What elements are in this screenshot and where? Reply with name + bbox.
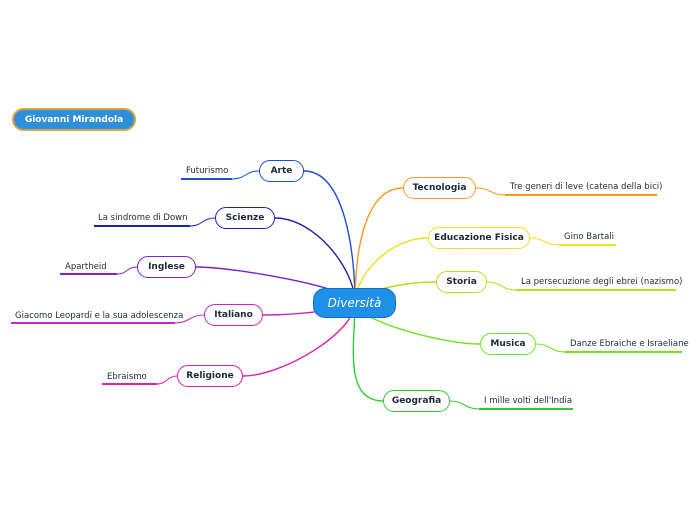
author-label[interactable]: Giovanni Mirandola — [12, 108, 136, 131]
topic-storia[interactable]: Storia — [436, 271, 487, 293]
topic-musica[interactable]: Musica — [480, 333, 536, 355]
topic-tecnologia[interactable]: Tecnologia — [403, 177, 476, 199]
subtopic-inglese[interactable]: Apartheid — [65, 262, 107, 272]
topic-religione[interactable]: Religione — [177, 365, 243, 387]
subtopic-arte[interactable]: Futurismo — [186, 166, 229, 176]
subtopic-geografia[interactable]: I mille volti dell'India — [484, 396, 573, 406]
subtopic-scienze[interactable]: La sindrome di Down — [98, 213, 188, 223]
leaf-connector-tecnologia — [475, 187, 506, 196]
connector-arte — [303, 170, 356, 304]
leaf-connector-scienze — [189, 217, 216, 227]
subtopic-musica[interactable]: Danze Ebraiche e Israeliane — [570, 339, 689, 349]
topic-arte[interactable]: Arte — [259, 160, 304, 182]
topic-educazione[interactable]: Educazione Fisica — [428, 227, 530, 249]
leaf-connector-geografia — [449, 400, 480, 410]
leaf-connector-educazione — [529, 237, 560, 246]
subtopic-educazione[interactable]: Gino Bartali — [564, 232, 615, 242]
leaf-connector-inglese — [116, 266, 138, 275]
leaf-connector-religione — [156, 375, 178, 385]
topic-geografia[interactable]: Geografia — [383, 390, 450, 412]
leaf-connector-arte — [231, 170, 260, 180]
subtopic-storia[interactable]: La persecuzione degli ebrei (nazismo) — [521, 277, 683, 287]
topic-scienze[interactable]: Scienze — [215, 207, 275, 229]
subtopic-tecnologia[interactable]: Tre generi di leve (catena della bici) — [510, 182, 663, 192]
leaf-connector-storia — [486, 281, 517, 291]
subtopic-religione[interactable]: Ebraismo — [107, 372, 147, 382]
leaf-connector-italiano — [174, 314, 205, 324]
leaf-connector-musica — [535, 343, 566, 353]
connector-tecnologia — [354, 187, 404, 304]
topic-italiano[interactable]: Italiano — [204, 304, 263, 326]
topic-inglese[interactable]: Inglese — [137, 256, 196, 278]
central-topic[interactable]: Diversità — [313, 288, 396, 318]
subtopic-italiano[interactable]: Giacomo Leopardi e la sua adolescenza — [15, 311, 184, 321]
